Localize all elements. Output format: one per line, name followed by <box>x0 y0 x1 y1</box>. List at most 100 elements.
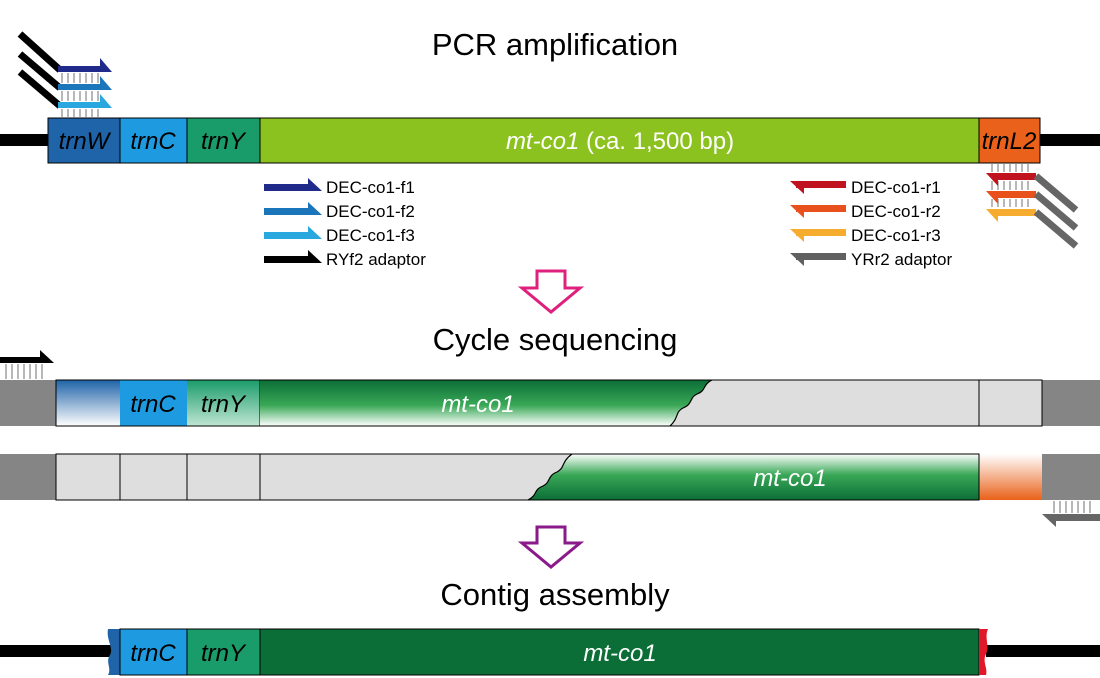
legend-yrr2-swatch <box>796 253 846 260</box>
reverse-read-cap-left <box>0 454 56 500</box>
primer-f2-bar <box>58 84 104 90</box>
contig-label-mtco1: mt-co1 <box>583 640 656 667</box>
legend-f3-swatch <box>264 232 314 239</box>
contig: trnC trnY mt-co1 <box>0 628 1100 676</box>
segment-trnY <box>186 117 261 164</box>
legend-yrr2-swatch-head <box>790 253 804 266</box>
contig-backbone-left <box>0 645 112 657</box>
legend-r2-label: DEC-co1-r2 <box>851 202 941 221</box>
forward-read-outline <box>55 379 1043 427</box>
forward-read-label-trnC: trnC <box>130 391 176 418</box>
forward-read-signal-edge <box>669 379 713 427</box>
forward-read-label-trnY: trnY <box>201 391 247 418</box>
reverse-seq-primer-hatch <box>1053 501 1091 513</box>
legend-forward: DEC-co1-f1 DEC-co1-f2 DEC-co1-f3 RYf2 ad… <box>264 178 426 269</box>
contig-backbone-right <box>986 645 1100 657</box>
gene-map-pcr: trnW trnC trnY mt-co1 (ca. 1,500 bp) trn… <box>47 117 1041 164</box>
forward-seq-primer-hatch <box>5 364 43 379</box>
reverse-read-label-mtco1: mt-co1 <box>753 465 826 492</box>
legend-ryf2-swatch <box>264 256 314 263</box>
label-trnL2: trnL2 <box>982 128 1037 155</box>
legend-r1-swatch-head <box>790 181 804 194</box>
reverse-read-signal <box>528 454 979 500</box>
legend-item-f3: DEC-co1-f3 <box>264 226 415 245</box>
legend-r3-label: DEC-co1-r3 <box>851 226 941 245</box>
contig-mtco1 <box>259 628 980 676</box>
legend-f3-swatch-head <box>308 226 322 239</box>
reverse-seq-primer-head <box>1042 514 1056 527</box>
primer-r1-bar <box>994 173 1036 180</box>
contig-trnW-fragment <box>107 629 120 675</box>
pcr-title: PCR amplification <box>432 27 678 62</box>
legend-f1-swatch-head <box>308 178 322 191</box>
legend-r3-swatch-head <box>790 229 804 242</box>
legend-r2-swatch <box>796 205 846 212</box>
segment-mtco1 <box>259 117 980 164</box>
reverse-read-signal-edge <box>527 453 573 501</box>
label-mtco1-full: mt-co1 (ca. 1,500 bp) <box>506 128 734 155</box>
legend-f1-label: DEC-co1-f1 <box>326 178 415 197</box>
primer-r3-head <box>986 209 998 222</box>
ryf2-adaptor-2 <box>17 51 63 91</box>
legend-f1-swatch <box>264 184 314 191</box>
contig-trnL2-fragment <box>979 629 988 675</box>
backbone-left <box>0 134 50 146</box>
legend-item-r2: DEC-co1-r2 <box>790 202 941 221</box>
forward-read: trnC trnY mt-co1 <box>0 350 1100 427</box>
legend-yrr2-label: YRr2 adaptor <box>851 250 952 269</box>
forward-seq-primer-head <box>40 350 54 363</box>
label-mtco1-size: (ca. 1,500 bp) <box>579 128 734 155</box>
primer-f3-bar <box>58 102 104 108</box>
contig-label-trnC: trnC <box>130 640 176 667</box>
contig-trnY <box>186 628 261 676</box>
label-trnW: trnW <box>59 128 112 155</box>
reverse-read-outline <box>55 453 980 501</box>
reverse-read: mt-co1 <box>0 453 1100 527</box>
segment-trnW <box>47 117 121 164</box>
primer-f1-head <box>100 58 112 72</box>
label-trnY: trnY <box>201 128 247 155</box>
forward-read-trnC <box>120 380 187 426</box>
step-arrow-pink-icon <box>517 269 585 314</box>
forward-read-trnY <box>187 380 260 426</box>
primer-f2-head <box>100 76 112 90</box>
legend-f2-label: DEC-co1-f2 <box>326 202 415 221</box>
legend-r2-swatch-head <box>790 205 804 218</box>
legend-r1-label: DEC-co1-r1 <box>851 178 941 197</box>
legend-item-f1: DEC-co1-f1 <box>264 178 415 197</box>
yrr2-adaptor-3 <box>1033 209 1079 249</box>
primer-r2-head <box>986 191 998 204</box>
forward-read-label-mtco1: mt-co1 <box>441 391 514 418</box>
backbone-right <box>1040 134 1100 146</box>
contig-title: Contig assembly <box>440 577 670 612</box>
contig-label-trnY: trnY <box>201 640 247 667</box>
legend-item-yrr2: YRr2 adaptor <box>790 250 952 269</box>
forward-seq-primer-bar <box>0 357 46 363</box>
legend-item-f2: DEC-co1-f2 <box>264 202 415 221</box>
reverse-read-cap-right <box>1042 454 1100 500</box>
legend-f2-swatch-head <box>308 202 322 215</box>
forward-primer-stack <box>17 31 112 117</box>
reverse-read-trnL2 <box>979 454 1042 500</box>
reverse-primer-stack <box>986 164 1079 249</box>
yrr2-adaptor-1 <box>1033 173 1079 213</box>
forward-read-trnW <box>56 380 120 426</box>
primer-r1-head <box>986 173 998 186</box>
primer-f1-bar <box>58 66 104 72</box>
legend-item-r3: DEC-co1-r3 <box>790 226 941 245</box>
legend-ryf2-swatch-head <box>308 250 322 263</box>
legend-f2-swatch <box>264 208 314 215</box>
segment-trnL2 <box>978 117 1041 164</box>
yrr2-adaptor-2 <box>1033 191 1079 231</box>
legend-f3-label: DEC-co1-f3 <box>326 226 415 245</box>
legend-item-r1: DEC-co1-r1 <box>790 178 941 197</box>
segment-trnC <box>119 117 188 164</box>
step-arrow-purple-icon <box>517 525 585 569</box>
primer-f3-head <box>100 94 112 108</box>
contig-trnC <box>119 628 188 676</box>
primer-r3-bar <box>994 209 1036 216</box>
reverse-seq-primer-bar <box>1052 514 1100 521</box>
primer-r2-bar <box>994 191 1036 198</box>
label-trnC: trnC <box>130 128 176 155</box>
